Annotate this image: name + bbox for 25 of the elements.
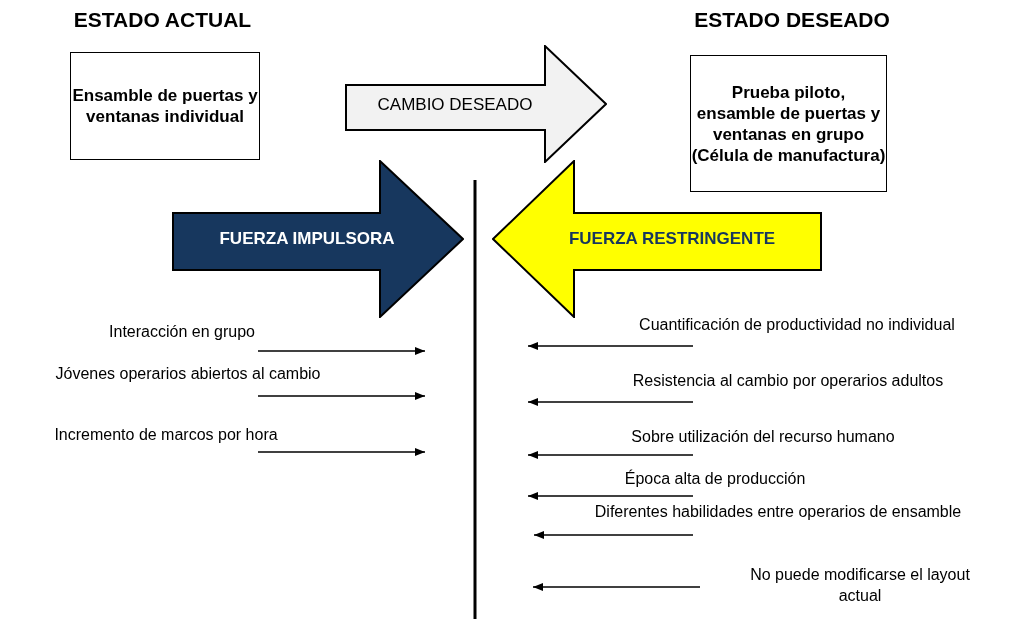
state-description: Ensamble de puertas y ventanas individual (71, 85, 259, 127)
state-description: Prueba piloto, ensamble de puertas y ventanas en grupo (Célula de manufactura) (691, 81, 886, 166)
arrow-label: FUERZA RESTRINGENTE (567, 229, 777, 249)
factor-text: Diferentes habilidades entre operarios de ensamble (558, 501, 998, 522)
factor-text: Resistencia al cambio por operarios adultos (578, 370, 998, 391)
factor-text: No puede modificarse el layout actual (730, 564, 990, 606)
arrow-label: CAMBIO DESEADO (376, 95, 534, 115)
arrow (527, 492, 694, 500)
state-heading: ESTADO ACTUAL (72, 8, 253, 32)
factor-text: Época alta de producción (590, 468, 840, 489)
arrow (532, 583, 701, 591)
arrow (257, 347, 426, 355)
factor-text: Interacción en grupo (92, 321, 272, 342)
arrow (257, 392, 426, 400)
state-heading: ESTADO DESEADO (693, 8, 891, 32)
arrow (257, 448, 426, 456)
arrow (533, 531, 694, 539)
factor-text: Cuantificación de productividad no individual (582, 314, 1012, 335)
arrow (527, 398, 694, 406)
arrow-label: FUERZA IMPULSORA (218, 229, 396, 249)
factor-text: Incremento de marcos por hora (16, 424, 316, 445)
arrow (527, 451, 694, 459)
arrow (527, 342, 694, 350)
factor-text: Sobre utilización del recurso humano (583, 426, 943, 447)
factor-text: Jóvenes operarios abiertos al cambio (8, 363, 368, 384)
